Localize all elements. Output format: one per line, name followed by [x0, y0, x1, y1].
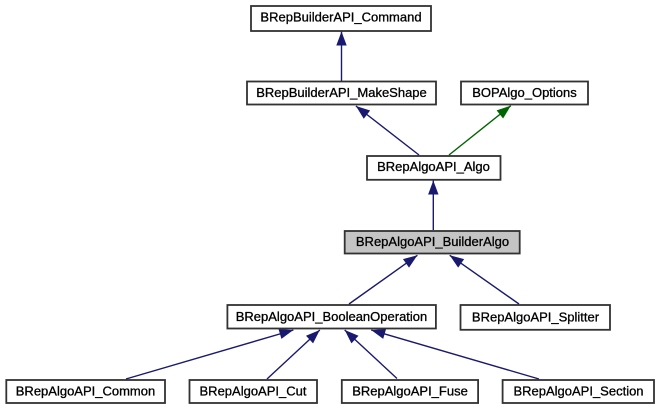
svg-text:BRepAlgoAPI_BooleanOperation: BRepAlgoAPI_BooleanOperation	[236, 309, 428, 324]
svg-text:BRepBuilderAPI_Command: BRepBuilderAPI_Command	[260, 9, 421, 24]
svg-text:BRepAlgoAPI_Algo: BRepAlgoAPI_Algo	[377, 159, 490, 174]
svg-text:BRepAlgoAPI_Fuse: BRepAlgoAPI_Fuse	[352, 383, 468, 398]
svg-text:BRepBuilderAPI_MakeShape: BRepBuilderAPI_MakeShape	[256, 85, 427, 100]
svg-text:BRepAlgoAPI_BuilderAlgo: BRepAlgoAPI_BuilderAlgo	[356, 234, 509, 249]
svg-text:BRepAlgoAPI_Common: BRepAlgoAPI_Common	[16, 383, 155, 398]
svg-text:BOPAlgo_Options: BOPAlgo_Options	[472, 85, 577, 100]
svg-text:BRepAlgoAPI_Splitter: BRepAlgoAPI_Splitter	[472, 309, 600, 324]
svg-text:BRepAlgoAPI_Cut: BRepAlgoAPI_Cut	[200, 383, 307, 398]
svg-text:BRepAlgoAPI_Section: BRepAlgoAPI_Section	[513, 383, 643, 398]
